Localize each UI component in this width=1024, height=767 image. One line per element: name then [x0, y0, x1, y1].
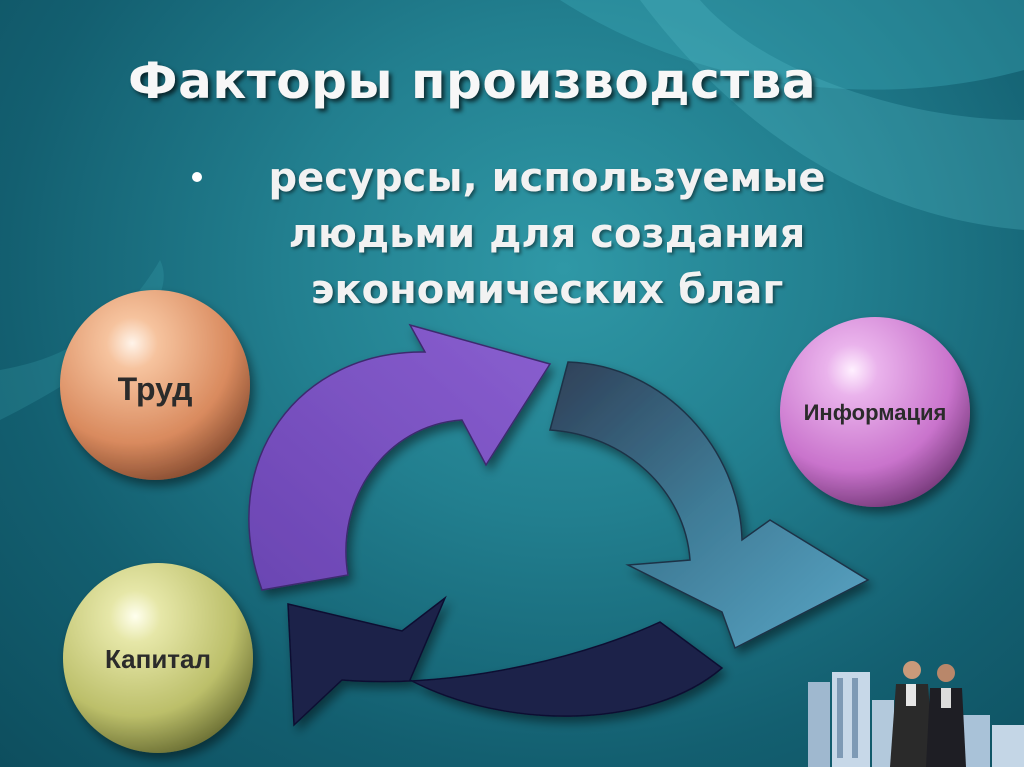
definition-line-2: людьми для создания: [288, 211, 806, 257]
factor-ball-kapital: [63, 563, 253, 753]
bullet-dot: [192, 172, 202, 182]
businessmen-icon: [890, 661, 966, 767]
city-buildings-icon: [808, 672, 1024, 767]
factor-label-trud: Труд: [118, 371, 193, 407]
slide-title: Факторы производства: [128, 52, 817, 110]
cycle-arrow-blue: [549, 361, 870, 650]
cycle-arrow-navy: [287, 595, 724, 727]
factor-label-informatsiya: Информация: [804, 400, 947, 425]
factor-ball-trud: [60, 290, 250, 480]
definition-bullet: ресурсы, используемые людьми для создани…: [180, 150, 900, 318]
definition-line-1: ресурсы, используемые: [268, 155, 826, 201]
cycle-arrow-purple: [248, 323, 552, 591]
factor-label-kapital: Капитал: [105, 644, 211, 674]
definition-text: ресурсы, используемые людьми для создани…: [232, 150, 862, 318]
factor-ball-informatsiya: [780, 317, 970, 507]
definition-line-3: экономических благ: [310, 267, 784, 313]
